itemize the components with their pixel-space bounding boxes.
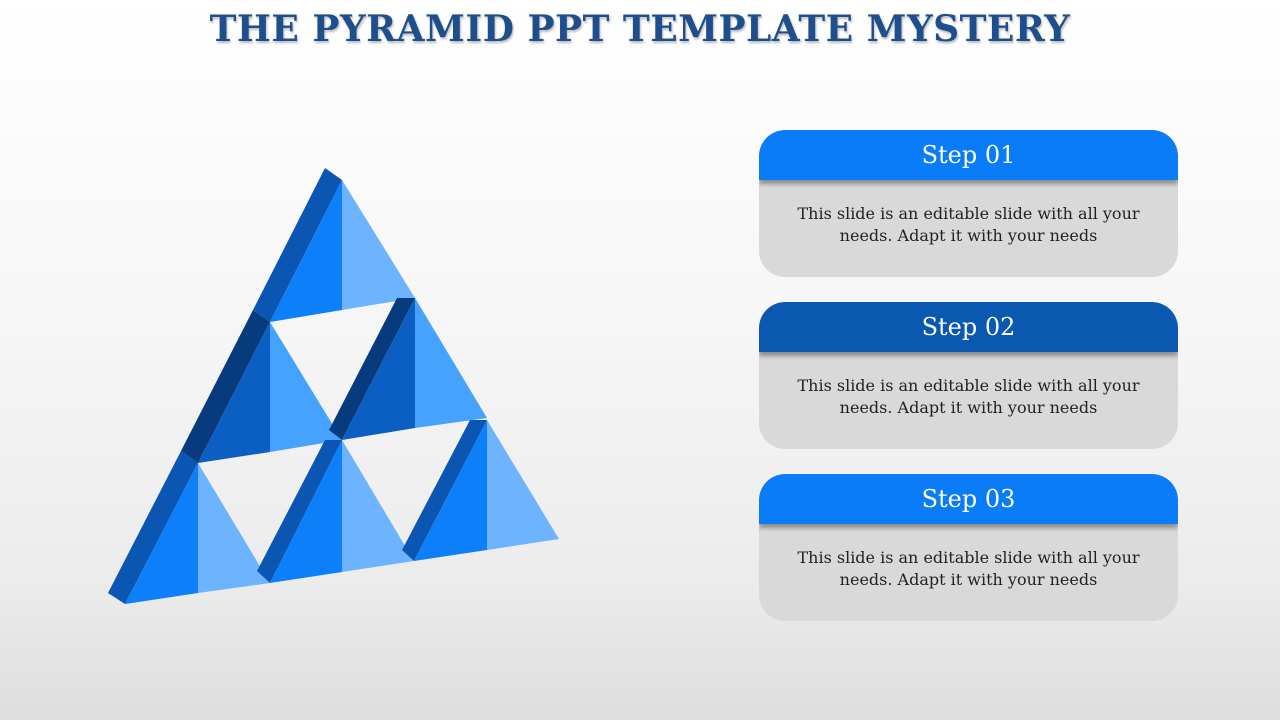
step-card-1: Step 01 This slide is an editable slide … (759, 130, 1178, 277)
slide-title: THE PYRAMID PPT TEMPLATE MYSTERY (209, 8, 1071, 50)
pyramid-block-bottom-right (402, 420, 559, 561)
step-card-3: Step 03 This slide is an editable slide … (759, 474, 1178, 621)
pyramid-block-bottom-middle (257, 440, 414, 583)
pyramid-block-bottom-left (108, 451, 270, 604)
step-card-2: Step 02 This slide is an editable slide … (759, 302, 1178, 449)
pyramid-block-middle-left (181, 310, 342, 463)
pyramid-block-top (253, 168, 415, 322)
step-header-2: Step 02 (759, 302, 1178, 352)
step-text-1: This slide is an editable slide with all… (797, 204, 1140, 245)
step-header-3: Step 03 (759, 474, 1178, 524)
step-header-1: Step 01 (759, 130, 1178, 180)
step-text-3: This slide is an editable slide with all… (797, 548, 1140, 589)
step-text-2: This slide is an editable slide with all… (797, 376, 1140, 417)
pyramid-block-middle-right (329, 298, 487, 440)
